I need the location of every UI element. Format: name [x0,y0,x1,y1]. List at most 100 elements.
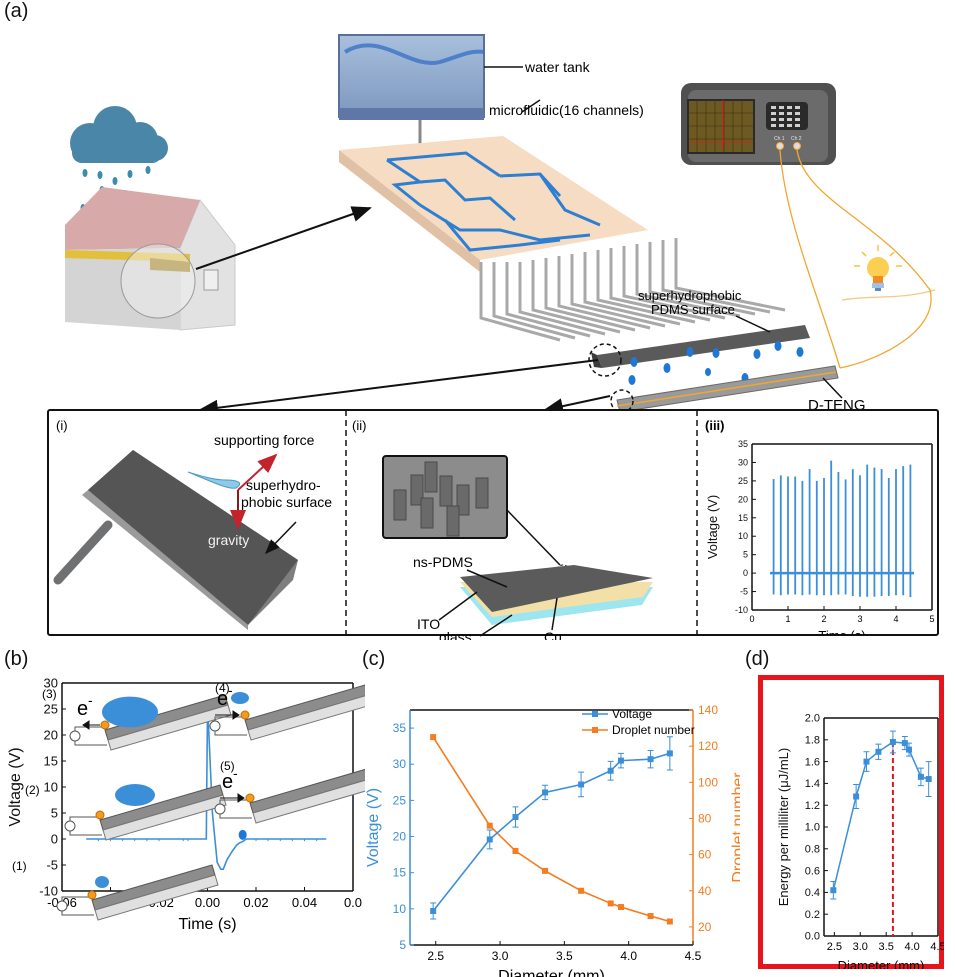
electron-flow-arrow [215,710,240,720]
label-ns-pdms: ns-PDMS [413,554,473,570]
y-axis-title: Voltage (V) [7,747,24,826]
droplet-number-point [607,900,614,907]
y-tick-label: 10 [393,902,407,916]
water-tank-icon [338,34,485,150]
y-tick-label: 1.6 [805,756,820,768]
electron-symbol: e [77,698,88,720]
x-tick-label: 3.0 [853,941,868,953]
voltage-point [512,814,519,821]
x-tick-label: 5 [929,614,934,624]
water-droplet [102,696,158,728]
house-icon [65,187,236,331]
stage-label: (3) [42,687,57,701]
energy-point [889,738,896,745]
channel-1-label: Ch 1 [774,136,785,142]
electrode-contact [240,710,250,720]
y-tick-label: 0.6 [805,865,820,877]
energy-line [832,741,929,891]
legend-swatch-marker [592,727,598,733]
subpanel-frame [47,409,939,636]
y-tick-label: 5 [743,550,748,560]
y-right-tick-label: 120 [698,739,718,753]
energy-point [875,748,882,755]
label-glass: glass [439,629,472,640]
y-tick-label: 1.2 [805,800,820,812]
y-tick-label: 2.0 [805,713,820,725]
water-droplet [231,692,249,704]
voltmeter-icon [69,730,81,742]
x-tick-label: 4 [893,614,898,624]
y-right-axis-title: Droplet number [730,772,740,883]
y-right-tick-label: 40 [698,884,712,898]
substrate-layer [247,695,365,741]
x-tick-label: 2.5 [427,949,444,963]
electrode-contact [87,890,97,900]
callout-superhydrophobic-2: PDMS surface [651,302,735,317]
y-tick-label: 0 [51,831,58,846]
y-tick-label: 0.8 [805,843,820,855]
electrode-contact [95,810,105,820]
y-tick-label: 35 [393,721,407,735]
y-tick-label: 0.0 [805,931,820,943]
x-axis-title: Time (s) [178,916,236,933]
water-droplet [115,784,155,806]
stage-label: (5) [220,759,235,773]
x-tick-label: 3.5 [556,949,573,963]
x-axis-title: Time (s) [818,628,865,635]
electron-charge: - [233,765,238,781]
substrate-layer [102,794,227,841]
energy-point [925,776,932,783]
y-axis-title: Voltage (V) [365,788,382,867]
oscilloscope-icon: Ch 1 Ch 2 [681,83,836,165]
y-tick-label: 0 [743,568,748,578]
voltmeter-icon [214,803,226,815]
y-right-tick-label: 20 [698,920,712,934]
stage-label: (4) [215,681,230,695]
y-tick-label: 25 [738,476,748,486]
electron-flow-arrow [82,720,100,730]
droplet-number-point [666,918,673,925]
voltmeter-icon [64,820,76,832]
electron-flow-arrow [220,793,245,803]
stage-schematic-3: (3)e- [42,687,232,751]
x-tick-label: 0.00 [195,895,220,910]
droplet-number-point [430,734,437,741]
callout-microfluidic: microfluidic(16 channels) [489,102,644,118]
voltage-point [430,908,437,915]
callout-dteng: D-TENG [808,397,866,410]
falling-droplet-icon [238,829,247,840]
x-tick-label: 0.04 [292,895,317,910]
y-tick-label: 0.4 [805,887,820,899]
electron-charge: - [228,682,233,698]
y-tick-label: 20 [738,494,748,504]
substrate-layer [252,779,365,824]
y-right-tick-label: 140 [698,703,718,717]
microfluidic-chip-icon [339,136,648,272]
x-tick-label: 3.0 [492,949,509,963]
x-tick-label: 4.5 [685,949,702,963]
rain-cloud-icon [70,106,168,163]
x-tick-label: 0.02 [243,895,268,910]
device-stack-icon [460,565,653,625]
panel-a-illustration: water tank microfluidic(16 channels) [65,34,936,410]
y-right-tick-label: 80 [698,811,712,825]
legend-label: Voltage [612,707,652,721]
channel-2-label: Ch 2 [791,136,802,142]
x-axis-title: Diameter (mm) [498,968,605,977]
y-tick-label: 15 [44,753,58,768]
voltage-point [486,836,493,843]
legend-label: Droplet number [612,723,695,737]
stage-schematic-5: (5)e- [214,759,365,824]
subpanel-ii: (ii) ns-PDMS ITO glass Cu [352,418,653,640]
voltage-point [578,781,585,788]
x-tick-label: 3 [857,614,862,624]
callout-water-tank: water tank [524,59,591,75]
x-tick-label: 0 [749,614,754,624]
y-right-tick-label: 100 [698,775,718,789]
y-tick-label: 35 [738,439,748,449]
subpanel-i-label: (i) [56,418,68,433]
voltage-line [432,752,671,912]
wires-icon [779,149,936,369]
